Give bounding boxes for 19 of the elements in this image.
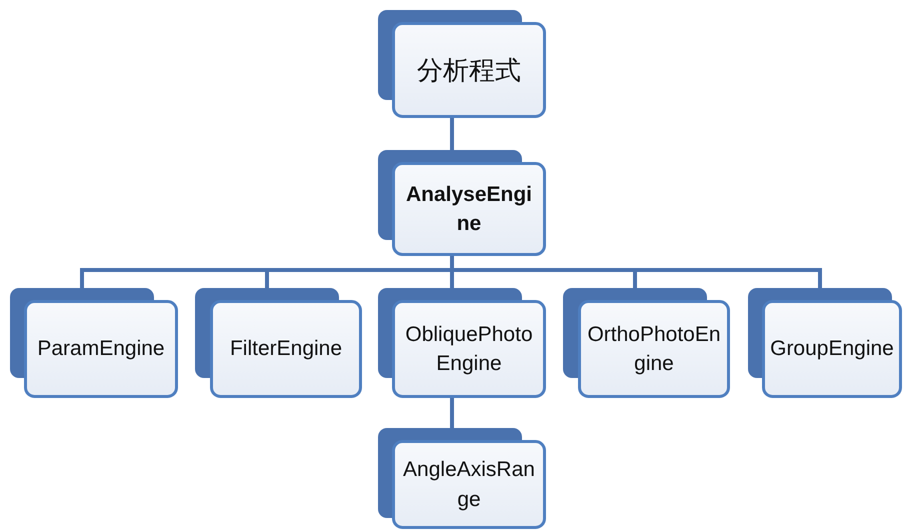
- node-label: AnalyseEngine: [404, 182, 534, 237]
- org-chart-card: [563, 288, 730, 398]
- connector-line: [450, 256, 822, 288]
- org-chart-card: [378, 150, 546, 256]
- node-label: 分析程式: [416, 54, 522, 87]
- connector-line: [450, 118, 454, 150]
- org-chart-card: [378, 288, 546, 398]
- org-chart-card: [10, 288, 178, 398]
- node-label: OrthoPhotoEngine: [586, 322, 722, 377]
- org-chart-card: [378, 428, 546, 529]
- node-label: FilterEngine: [228, 336, 344, 362]
- node-label: GroupEngine: [769, 336, 895, 362]
- org-chart-card: [195, 288, 362, 398]
- connector-line: [450, 398, 454, 428]
- node-label: AngleAxisRange: [402, 457, 536, 512]
- org-chart-card: [748, 288, 902, 398]
- node-label: ParamEngine: [36, 336, 166, 362]
- org-chart-card: [378, 10, 546, 118]
- node-label: ObliquePhotoEngine: [404, 322, 534, 377]
